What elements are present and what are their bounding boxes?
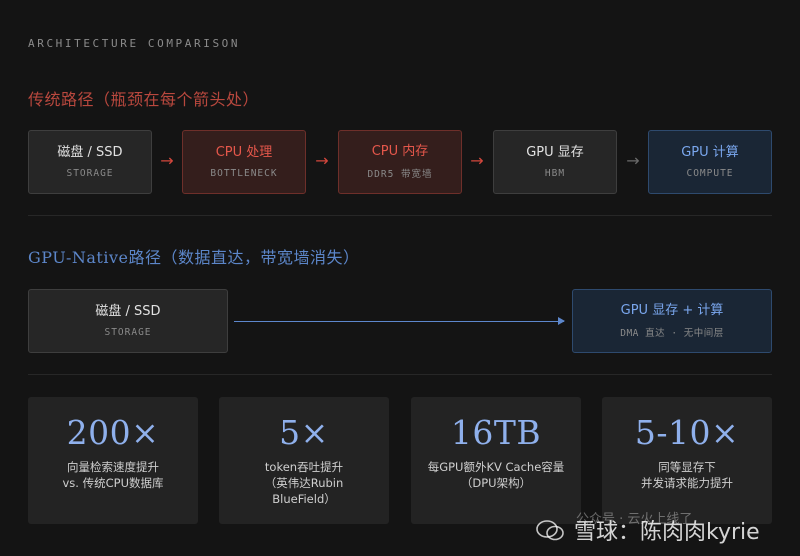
trad-node-cpu-memory: CPU 内存 DDR5 带宽墙 xyxy=(338,130,462,194)
node-label: CPU 内存 xyxy=(371,143,429,159)
arrow-right-icon: → xyxy=(626,151,640,170)
arrow-right-icon: → xyxy=(160,151,174,170)
native-path-title: GPU-Native路径（数据直达，带宽墙消失） xyxy=(28,248,360,267)
trad-node-gpu-compute: GPU 计算 COMPUTE xyxy=(648,130,772,194)
watermark-subtext: 公众号 · 云火上线了 xyxy=(576,512,693,527)
node-sublabel: DMA 直达 · 无中间层 xyxy=(620,328,724,340)
watermark-text: 雪球：陈肉肉kyrie xyxy=(574,520,760,545)
node-label: GPU 显存 xyxy=(526,145,584,161)
node-sublabel: STORAGE xyxy=(66,167,114,179)
stat-card: 16TB 每GPU额外KV Cache容量 （DPU架构） xyxy=(411,397,581,524)
stat-description: 每GPU额外KV Cache容量 （DPU架构） xyxy=(427,460,565,490)
native-node-storage: 磁盘 / SSD STORAGE xyxy=(28,289,228,353)
section-divider xyxy=(28,215,772,216)
stat-card: 200× 向量检索速度提升 vs. 传统CPU数据库 xyxy=(28,397,198,524)
chat-logo-icon xyxy=(536,520,564,541)
node-sublabel: HBM xyxy=(544,167,566,179)
watermark: 雪球：陈肉肉kyrie xyxy=(536,514,760,546)
direct-arrow-icon xyxy=(234,317,565,325)
node-sublabel: COMPUTE xyxy=(686,167,734,179)
section-divider xyxy=(28,374,772,375)
stat-value: 16TB xyxy=(450,413,542,452)
node-label: 磁盘 / SSD xyxy=(57,145,123,161)
stat-value: 200× xyxy=(66,413,160,452)
stat-card: 5-10× 同等显存下 并发请求能力提升 xyxy=(602,397,772,524)
stat-description: 同等显存下 并发请求能力提升 xyxy=(641,460,733,490)
stat-description: 向量检索速度提升 vs. 传统CPU数据库 xyxy=(62,460,164,490)
node-label: 磁盘 / SSD xyxy=(95,304,161,320)
stat-description: token吞吐提升 （英伟达Rubin BlueField） xyxy=(264,460,344,506)
stat-value: 5-10× xyxy=(634,413,740,452)
node-label: CPU 处理 xyxy=(215,145,273,161)
trad-node-cpu-processing: CPU 处理 BOTTLENECK xyxy=(182,130,306,194)
node-sublabel: BOTTLENECK xyxy=(210,167,278,179)
trad-node-gpu-memory: GPU 显存 HBM xyxy=(493,130,617,194)
native-node-gpu: GPU 显存 + 计算 DMA 直达 · 无中间层 xyxy=(572,289,772,353)
traditional-path-title: 传统路径（瓶颈在每个箭头处） xyxy=(28,90,260,109)
node-sublabel: STORAGE xyxy=(104,326,152,338)
arrow-right-icon: → xyxy=(315,151,329,170)
trad-node-storage: 磁盘 / SSD STORAGE xyxy=(28,130,152,194)
stat-value: 5× xyxy=(279,413,329,452)
stat-card: 5× token吞吐提升 （英伟达Rubin BlueField） xyxy=(219,397,389,524)
arrow-right-icon: → xyxy=(470,151,484,170)
node-label: GPU 计算 xyxy=(681,145,739,161)
node-label: GPU 显存 + 计算 xyxy=(620,302,724,318)
node-sublabel: DDR5 带宽墙 xyxy=(367,169,433,181)
eyebrow-label: ARCHITECTURE COMPARISON xyxy=(28,37,241,50)
